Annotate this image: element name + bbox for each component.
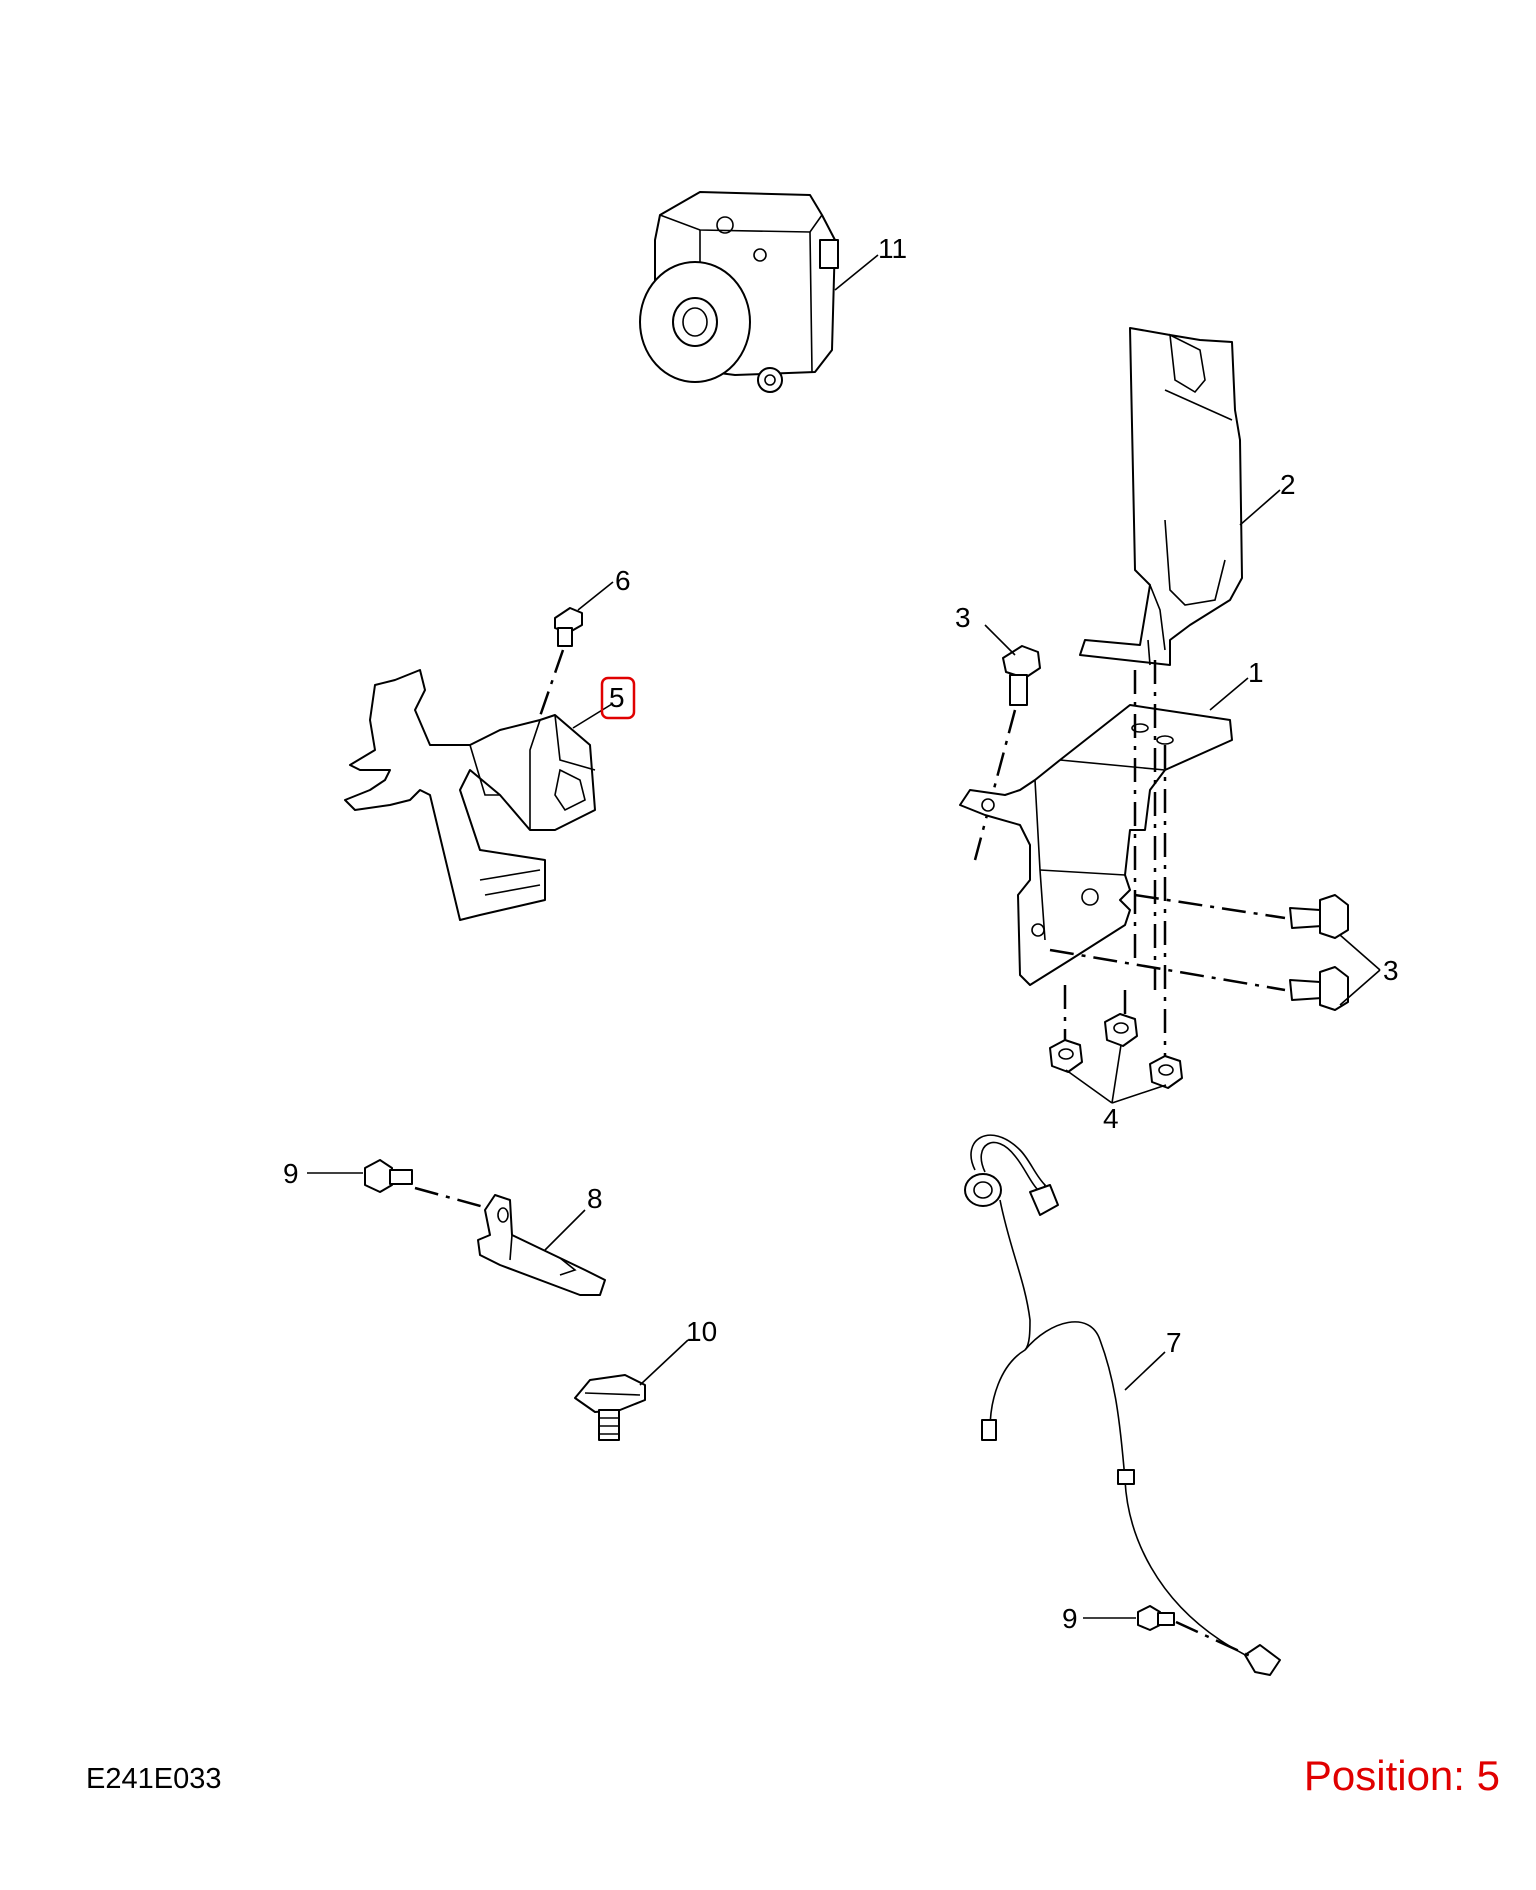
callout-1: 1 [1248,657,1264,688]
part-10-clip[interactable] [574,1374,646,1441]
drawing-id: E241E033 [86,1763,222,1795]
callout-5-highlight [600,676,636,720]
part-11-abs-module[interactable] [639,191,839,393]
position-label: Position: 5 [1303,1752,1500,1799]
callout-3-upper: 3 [955,602,971,633]
part-6-bolt[interactable] [554,607,583,647]
part-8-sensor[interactable] [477,1194,606,1296]
callout-8: 8 [587,1183,603,1214]
part-7-sensor-harness[interactable] [964,1134,1281,1676]
callout-9-left: 9 [283,1158,299,1189]
callout-2: 2 [1280,469,1296,500]
callout-10: 10 [686,1316,717,1347]
part-3-bolt-upper[interactable] [1002,645,1041,706]
callout-5: 5 [609,682,625,713]
part-3-bolts-side[interactable] [1289,894,1349,1011]
part-1-main-bracket[interactable] [959,704,1233,986]
callout-4: 4 [1103,1103,1119,1134]
part-9-bolt-right[interactable] [1137,1605,1175,1631]
part-5-sensor-bracket[interactable] [344,669,596,921]
callout-3-side: 3 [1383,955,1399,986]
part-2-upper-bracket[interactable] [1079,327,1243,666]
callout-9-right: 9 [1062,1603,1078,1634]
callout-6: 6 [615,565,631,596]
callout-11: 11 [878,233,907,264]
part-9-bolt-left[interactable] [364,1159,413,1193]
callout-7: 7 [1166,1327,1182,1358]
part-4-nuts[interactable] [1049,1013,1183,1089]
